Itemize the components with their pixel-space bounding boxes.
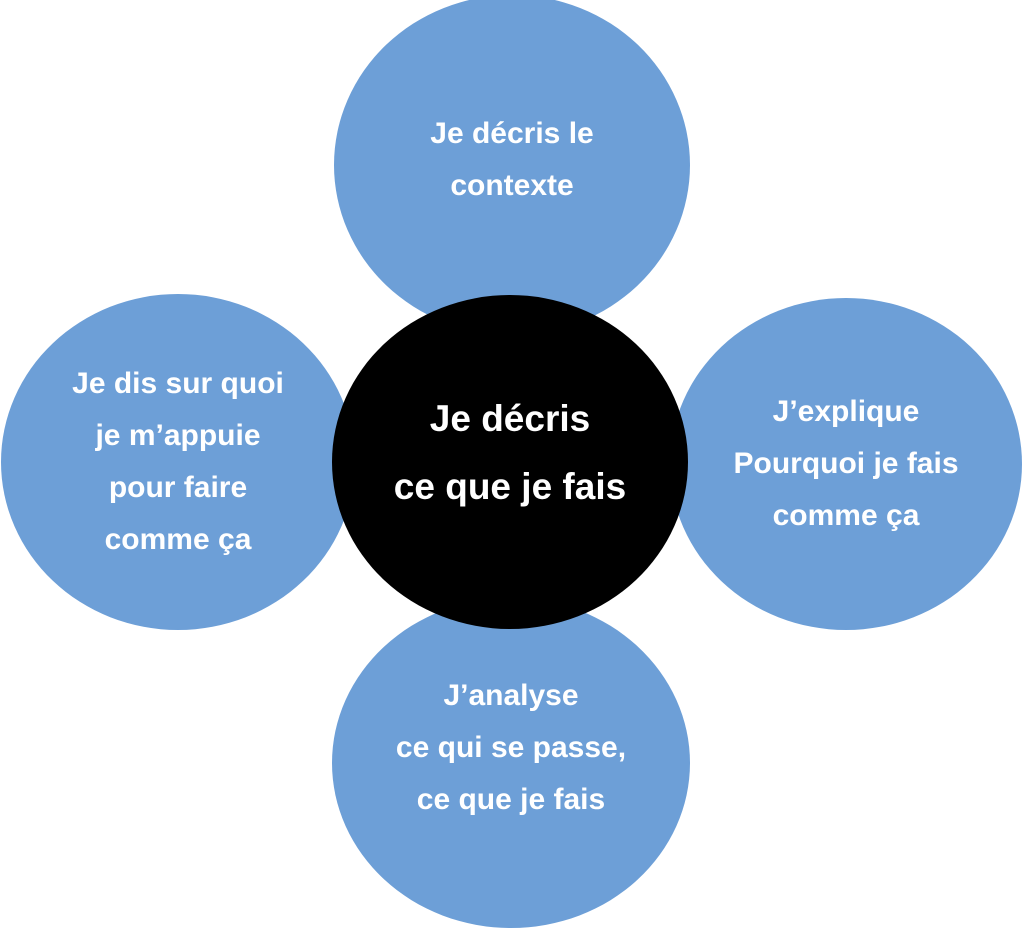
bubble-text: Je décris le (430, 117, 594, 150)
bubble-text: je m’appuie (95, 419, 261, 452)
bubble-text: comme ça (104, 523, 252, 556)
bubble-text: ce que je fais (416, 783, 606, 816)
center-bubble: Je décris ce que je fais (332, 295, 688, 629)
bubble-text: comme ça (772, 499, 920, 532)
bubble-text: contexte (450, 169, 574, 202)
bubble-text: J’analyse (443, 679, 579, 712)
bubble-text: pour faire (108, 471, 248, 504)
center-text: Je décris (429, 398, 591, 439)
bubble-text: Je dis sur quoi (72, 367, 284, 400)
basis-bubble: Je dis sur quoi je m’appuie pour faire c… (1, 294, 355, 630)
bubble-text: J’explique (772, 395, 920, 428)
bubble-text: Pourquoi je fais (733, 447, 959, 480)
bubble-text: ce qui se passe, (395, 731, 627, 764)
center-text: ce que je fais (393, 466, 627, 507)
explain-bubble: J’explique Pourquoi je fais comme ça (670, 298, 1022, 630)
analyse-bubble: J’analyse ce qui se passe, ce que je fai… (332, 598, 690, 928)
context-bubble: Je décris le contexte (334, 0, 690, 335)
